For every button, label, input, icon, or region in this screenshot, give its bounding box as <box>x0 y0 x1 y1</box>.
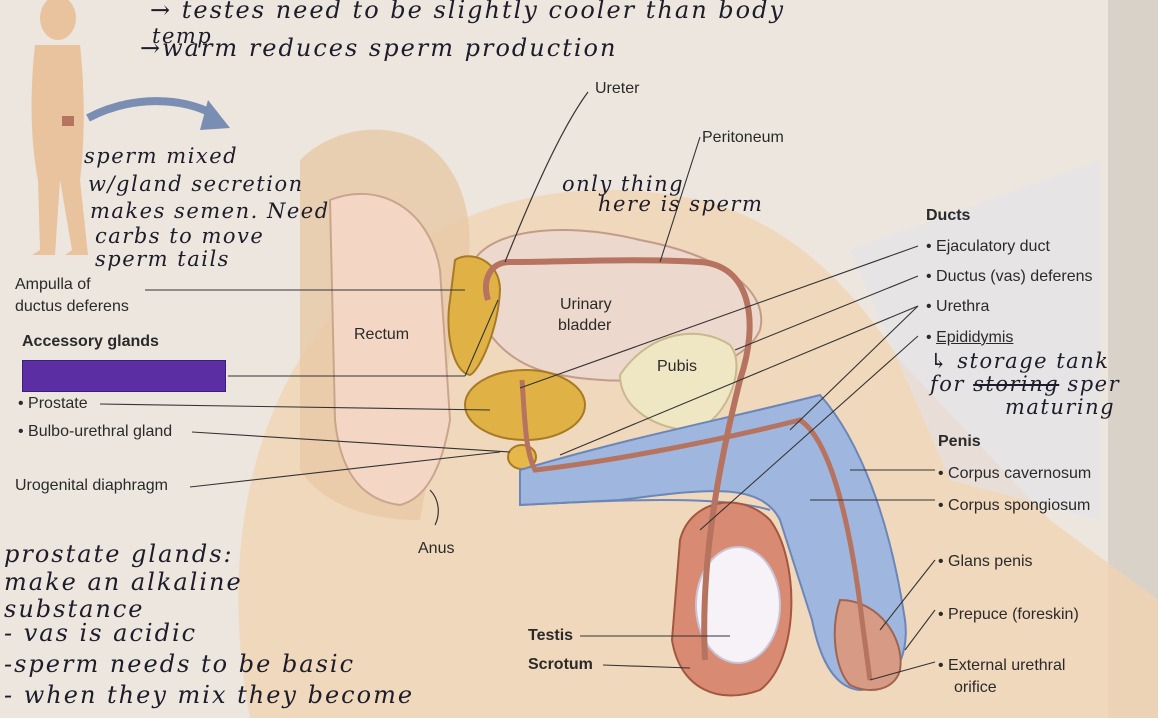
penis-shaft-shape <box>519 393 907 692</box>
note-prostate-line5: -sperm needs to be basic <box>4 650 356 678</box>
label-anus: Anus <box>418 540 455 557</box>
label-corpus-cavernosum: • Corpus cavernosum <box>938 465 1092 482</box>
anus-leader <box>429 489 439 526</box>
label-peritoneum: Peritoneum <box>702 129 784 146</box>
glans-leader <box>879 559 936 631</box>
heading-accessory-glands: Accessory glands <box>22 333 159 350</box>
peritoneum-leader <box>659 136 701 263</box>
label-ureter: Ureter <box>595 80 640 97</box>
ejaculatory-duct-leader <box>519 245 919 389</box>
label-urethra: • Urethra <box>926 298 990 315</box>
prostate-leader <box>99 403 491 411</box>
label-ampulla-line1: Ampulla of <box>15 276 91 293</box>
seminal-vesicle-leader-2 <box>464 299 499 377</box>
label-testis: Testis <box>528 627 574 644</box>
zoom-arrow-icon <box>86 97 217 122</box>
redacted-label-box <box>22 360 226 392</box>
note-top-line2: temp <box>152 24 213 48</box>
heading-ducts: Ducts <box>926 207 971 224</box>
urethra-path <box>519 379 873 681</box>
testis-shape <box>695 546 781 664</box>
label-epididymis-row: • Epididymis <box>926 329 1013 347</box>
epididymis-leader <box>699 335 919 531</box>
external-orifice-leader <box>869 661 936 681</box>
label-epididymis: Epididymis <box>936 329 1014 346</box>
human-figure-icon <box>31 0 88 255</box>
note-sperm-line4: carbs to move <box>95 224 265 248</box>
label-pubis: Pubis <box>657 358 698 375</box>
heading-penis: Penis <box>938 433 981 450</box>
note-prostate-line2: make an alkaline <box>4 568 243 596</box>
urogenital-diaphragm-leader <box>189 451 501 488</box>
label-ductus-deferens: • Ductus (vas) deferens <box>926 268 1093 285</box>
label-external-urethral-line1: • External urethral <box>938 657 1066 674</box>
note-epi-line3: maturing <box>1005 395 1116 419</box>
label-prepuce: • Prepuce (foreskin) <box>938 606 1079 623</box>
label-ampulla-line2: ductus deferens <box>15 298 129 315</box>
prepuce-leader <box>904 609 936 651</box>
note-epi-line1: ↳ storage tank <box>930 349 1110 373</box>
label-bulbo-urethral-gland: • Bulbo-urethral gland <box>18 423 173 440</box>
note-epi-line2-struck: storing <box>973 372 1060 396</box>
zoom-arrowhead-icon <box>200 100 230 130</box>
note-only-line2: here is sperm <box>598 192 764 216</box>
note-top-line1: → testes need to be slightly cooler than… <box>150 0 786 24</box>
label-corpus-spongiosum: • Corpus spongiosum <box>938 497 1091 514</box>
note-prostate-line6: - when they mix they become <box>4 681 415 709</box>
note-sperm-line2: w/gland secretion <box>88 172 304 196</box>
ductus-deferens-leader <box>734 275 919 351</box>
label-urinary-bladder-line1: Urinary <box>560 296 612 313</box>
note-only-line1: only thing <box>562 172 685 196</box>
label-glans-penis: • Glans penis <box>938 553 1033 570</box>
note-prostate-line1: prostate glands: <box>4 540 234 568</box>
leader-lines <box>99 136 936 681</box>
note-prostate-line4: - vas is acidic <box>4 619 198 647</box>
label-urogenital-diaphragm: Urogenital diaphragm <box>15 477 168 494</box>
bulbo-urethral-leader <box>191 431 511 453</box>
pubis-shape <box>618 332 738 432</box>
label-prostate: • Prostate <box>18 395 88 412</box>
urethra-leader <box>559 305 919 456</box>
rectum-shape <box>328 192 452 507</box>
label-urinary-bladder-line2: bladder <box>558 317 612 334</box>
note-epi-line2: for storing sper <box>930 372 1120 396</box>
note-sperm-line1: sperm mixed <box>84 144 239 168</box>
scrotum-leader <box>602 664 691 669</box>
epididymis-bullet: • <box>926 329 932 346</box>
note-epi-line2-a: for <box>930 372 965 396</box>
note-top-line3: →warm reduces sperm production <box>140 34 618 62</box>
note-epi-line2-b: sper <box>1067 372 1121 396</box>
ureter-leader <box>504 91 589 263</box>
note-sperm-line5: sperm tails <box>95 247 230 271</box>
abdominal-wall <box>850 160 1100 520</box>
label-external-urethral-line2: orifice <box>954 679 997 696</box>
note-prostate-line3: substance <box>4 595 145 623</box>
label-rectum: Rectum <box>354 326 410 343</box>
note-sperm-line3: makes semen. Need <box>90 199 330 223</box>
label-ejaculatory-duct: • Ejaculatory duct <box>926 238 1050 255</box>
urethra-leader-2 <box>789 305 919 431</box>
label-scrotum: Scrotum <box>528 656 593 673</box>
ductus-deferens-path <box>483 257 753 661</box>
